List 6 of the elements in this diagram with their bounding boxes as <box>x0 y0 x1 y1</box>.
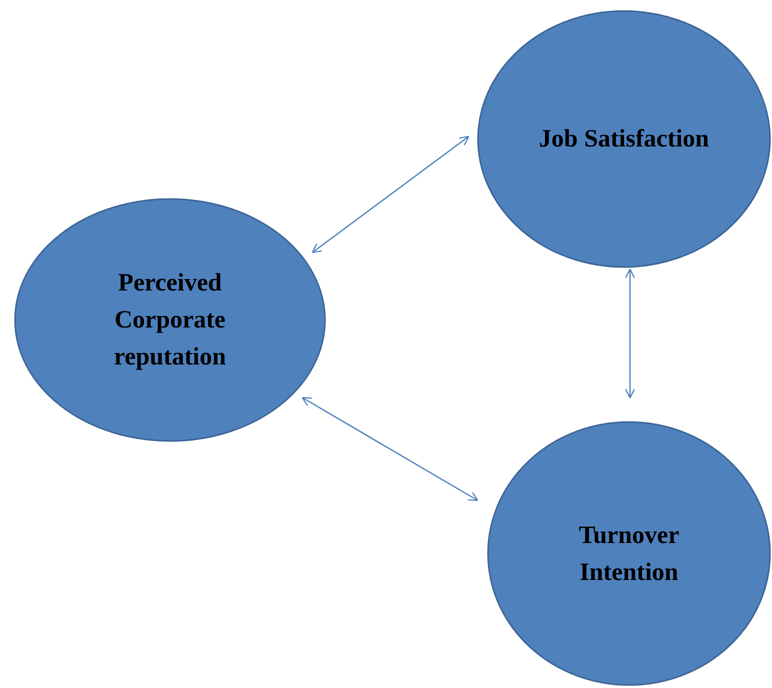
node-label: Turnover Intention <box>578 520 680 588</box>
double-arrow <box>312 136 470 254</box>
double-arrow <box>302 396 478 502</box>
node-label: Perceived Corporate reputation <box>112 268 228 372</box>
double-arrow <box>624 268 636 398</box>
node-label: Job Satisfaction <box>538 124 710 154</box>
